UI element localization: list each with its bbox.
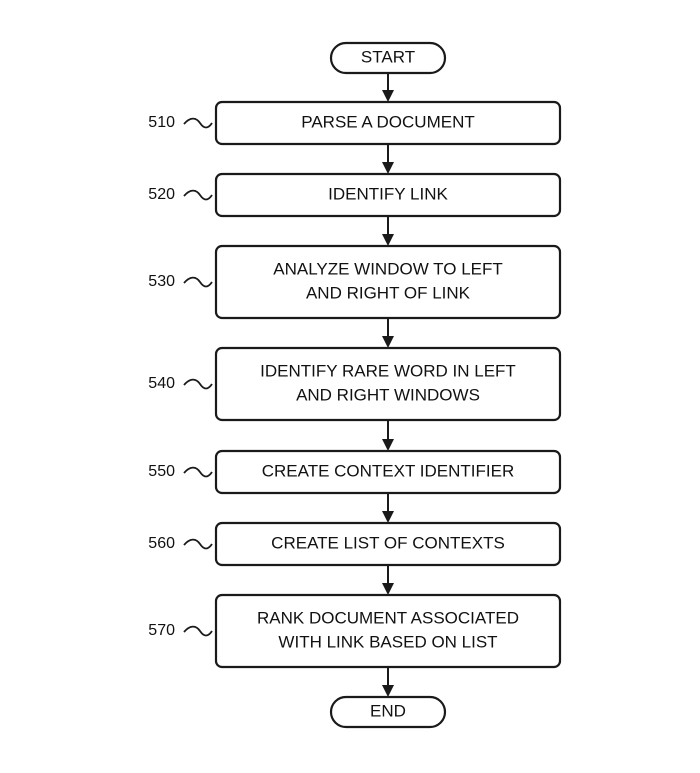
- flow-arrow: [382, 73, 394, 102]
- arrow-head-icon: [382, 511, 394, 523]
- flow-arrow: [382, 144, 394, 174]
- end-label: END: [370, 701, 406, 720]
- step-label-line: IDENTIFY RARE WORD IN LEFT: [260, 361, 516, 380]
- step-label-line: WITH LINK BASED ON LIST: [278, 632, 497, 651]
- ref-leader-line: [183, 189, 213, 201]
- step-ref-number: 560: [148, 535, 175, 552]
- step-box: [214, 593, 562, 669]
- end-terminal: END: [329, 695, 447, 729]
- arrow-head-icon: [382, 336, 394, 348]
- step-ref-number: 520: [148, 186, 175, 203]
- step-label-line: RANK DOCUMENT ASSOCIATED: [257, 608, 519, 627]
- step-530: ANALYZE WINDOW TO LEFT AND RIGHT OF LINK 5…: [148, 244, 562, 320]
- ref-leader-line: [183, 538, 213, 550]
- step-ref-number: 530: [148, 273, 175, 290]
- flow-arrow: [382, 565, 394, 595]
- step-510: PARSE A DOCUMENT 510: [148, 100, 562, 146]
- arrow-head-icon: [382, 234, 394, 246]
- arrow-head-icon: [382, 439, 394, 451]
- ref-leader-line: [183, 625, 213, 637]
- arrow-head-icon: [382, 685, 394, 697]
- step-label-line: ANALYZE WINDOW TO LEFT: [273, 259, 503, 278]
- step-520: IDENTIFY LINK 520: [148, 172, 562, 218]
- step-570: RANK DOCUMENT ASSOCIATED WITH LINK BASED …: [148, 593, 562, 669]
- step-label-line: AND RIGHT WINDOWS: [296, 385, 480, 404]
- step-540: IDENTIFY RARE WORD IN LEFT AND RIGHT WIND…: [148, 346, 562, 422]
- step-550: CREATE CONTEXT IDENTIFIER 550: [148, 449, 562, 495]
- ref-leader-line: [183, 378, 213, 390]
- ref-leader-line: [183, 276, 213, 288]
- step-label-line: AND RIGHT OF LINK: [306, 283, 471, 302]
- step-box: [214, 244, 562, 320]
- step-label-line: CREATE CONTEXT IDENTIFIER: [262, 461, 515, 480]
- arrow-head-icon: [382, 90, 394, 102]
- flow-arrow: [382, 667, 394, 697]
- arrow-head-icon: [382, 162, 394, 174]
- ref-leader-line: [183, 466, 213, 478]
- step-label-line: IDENTIFY LINK: [328, 184, 448, 203]
- flow-arrow: [382, 216, 394, 246]
- step-label-line: PARSE A DOCUMENT: [301, 112, 475, 131]
- flow-arrow: [382, 493, 394, 523]
- flow-arrow: [382, 420, 394, 451]
- step-ref-number: 540: [148, 375, 175, 392]
- step-560: CREATE LIST OF CONTEXTS 560: [148, 521, 562, 567]
- ref-leader-line: [183, 117, 213, 129]
- start-label: START: [361, 47, 415, 66]
- arrow-head-icon: [382, 583, 394, 595]
- start-terminal: START: [329, 41, 447, 75]
- flow-arrow: [382, 318, 394, 348]
- step-ref-number: 570: [148, 622, 175, 639]
- step-box: [214, 346, 562, 422]
- step-label-line: CREATE LIST OF CONTEXTS: [271, 533, 505, 552]
- connectors: [382, 73, 394, 697]
- step-ref-number: 510: [148, 114, 175, 131]
- step-ref-number: 550: [148, 463, 175, 480]
